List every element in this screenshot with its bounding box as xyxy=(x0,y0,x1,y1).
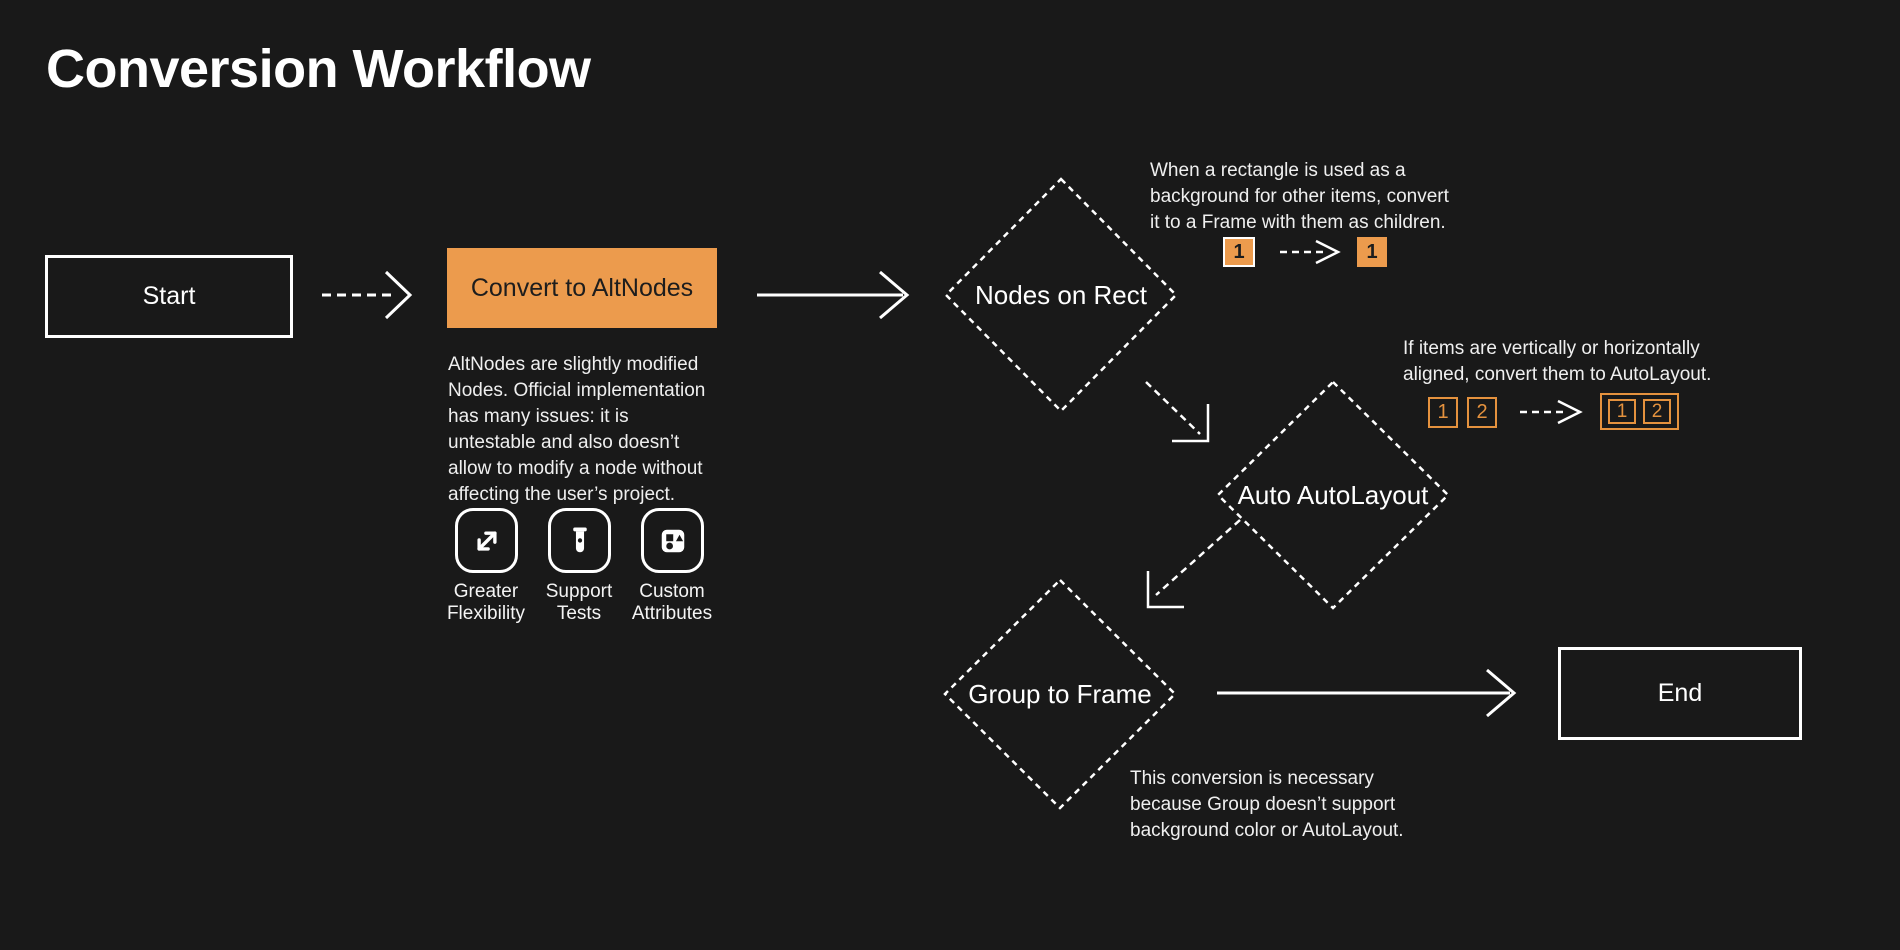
diamond-outline xyxy=(943,578,1177,810)
rect-example-before-box[interactable]: 1 xyxy=(1223,237,1255,267)
end-node[interactable]: End xyxy=(1558,647,1802,740)
arrow-group-to-frame-to-end xyxy=(1217,668,1517,718)
feature-label-tests: Support Tests xyxy=(545,581,613,624)
autolayout-example-before-box-2[interactable]: 2 xyxy=(1467,397,1497,428)
arrow-start-to-convert xyxy=(322,270,413,320)
auto-autolayout-label: Auto AutoLayout xyxy=(1237,479,1429,510)
arrow-rect-example xyxy=(1280,239,1341,265)
nodes-on-rect-note: When a rectangle is used as a background… xyxy=(1150,160,1449,233)
expand-arrows-icon xyxy=(476,530,497,551)
diamond-outline xyxy=(1216,380,1450,610)
arrow-convert-to-nodes-on-rect xyxy=(757,270,910,320)
auto-autolayout-node[interactable]: Auto AutoLayout xyxy=(1216,380,1450,610)
autolayout-example-before-box-1[interactable]: 1 xyxy=(1428,397,1458,428)
diamond-outline xyxy=(944,177,1178,413)
feature-card-flexibility[interactable] xyxy=(455,508,518,573)
end-node-label: End xyxy=(1657,679,1703,707)
convert-to-altnodes-node[interactable]: Convert to AltNodes xyxy=(447,248,717,328)
feature-label-attributes: Custom Attributes xyxy=(631,581,713,624)
convert-node-label: Convert to AltNodes xyxy=(470,273,694,302)
arrow-autolayout-example xyxy=(1520,399,1583,425)
group-to-frame-node[interactable]: Group to Frame xyxy=(943,578,1177,810)
nodes-on-rect-node[interactable]: Nodes on Rect xyxy=(944,177,1178,413)
start-node-label: Start xyxy=(142,282,196,310)
shapes-icon xyxy=(661,529,684,552)
altnodes-description: AltNodes are slightly modified Nodes. Of… xyxy=(448,354,706,505)
start-node[interactable]: Start xyxy=(45,255,293,338)
autolayout-before-value-2: 2 xyxy=(1476,401,1488,423)
autolayout-example-after-box-1: 1 xyxy=(1608,399,1636,424)
group-to-frame-note: This conversion is necessary because Gro… xyxy=(1130,768,1404,841)
rect-example-after-value: 1 xyxy=(1366,240,1378,263)
feature-card-attributes[interactable] xyxy=(641,508,704,573)
feature-label-flexibility: Greater Flexibility xyxy=(446,581,526,624)
group-to-frame-label: Group to Frame xyxy=(968,678,1152,709)
autolayout-example-after-box-2: 2 xyxy=(1643,399,1671,424)
autolayout-example-after-group[interactable]: 1 2 xyxy=(1600,393,1679,430)
page-title: Conversion Workflow xyxy=(46,39,591,99)
autolayout-after-value-2: 2 xyxy=(1651,400,1663,422)
feature-card-tests[interactable] xyxy=(548,508,611,573)
nodes-on-rect-label: Nodes on Rect xyxy=(975,279,1147,310)
rect-example-before-value: 1 xyxy=(1233,240,1245,263)
rect-example-after-box[interactable]: 1 xyxy=(1357,237,1387,267)
auto-autolayout-note: If items are vertically or horizontally … xyxy=(1403,338,1712,385)
test-tube-icon xyxy=(572,527,587,552)
autolayout-after-value-1: 1 xyxy=(1616,400,1628,422)
autolayout-before-value-1: 1 xyxy=(1437,401,1449,423)
